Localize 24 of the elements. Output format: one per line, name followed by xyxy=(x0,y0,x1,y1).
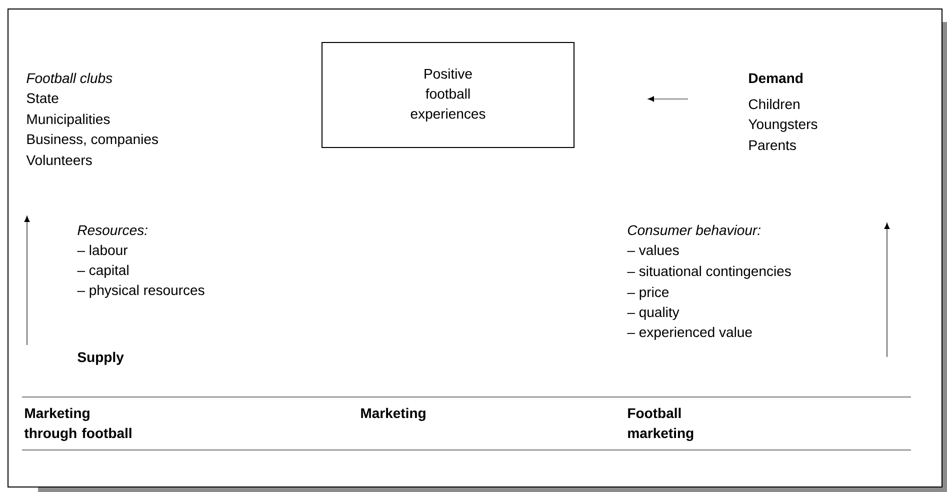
heading-text: Supply xyxy=(78,352,124,365)
list-item: State xyxy=(26,93,58,104)
heading-text: Resources: xyxy=(78,225,148,236)
list-item: Municipalities xyxy=(27,114,110,127)
list-item: – capital xyxy=(77,264,128,278)
list-item: Business, companies xyxy=(27,134,158,147)
list-item: Youngsters xyxy=(748,119,818,132)
list-item: – physical resources xyxy=(77,284,204,298)
list-item: – price xyxy=(627,286,669,300)
list-item: – experienced value xyxy=(627,326,752,340)
column-heading: Marketing xyxy=(361,408,426,421)
list-item: – situational contingencies xyxy=(627,266,791,279)
heading-text: Football clubs xyxy=(26,72,112,84)
list-item: Parents xyxy=(749,140,796,150)
column-heading: Marketing through football xyxy=(24,408,132,441)
list-item: Children xyxy=(748,98,800,110)
list-item: Volunteers xyxy=(26,154,92,166)
heading-text: Consumer behaviour: xyxy=(628,224,760,236)
process-box: Positive football experiences xyxy=(322,42,574,148)
column-heading: Football marketing xyxy=(628,408,694,441)
list-item: – values xyxy=(627,244,679,256)
list-item: – labour xyxy=(77,244,128,256)
list-item: – quality xyxy=(627,306,680,320)
heading-text: Demand xyxy=(749,72,803,84)
